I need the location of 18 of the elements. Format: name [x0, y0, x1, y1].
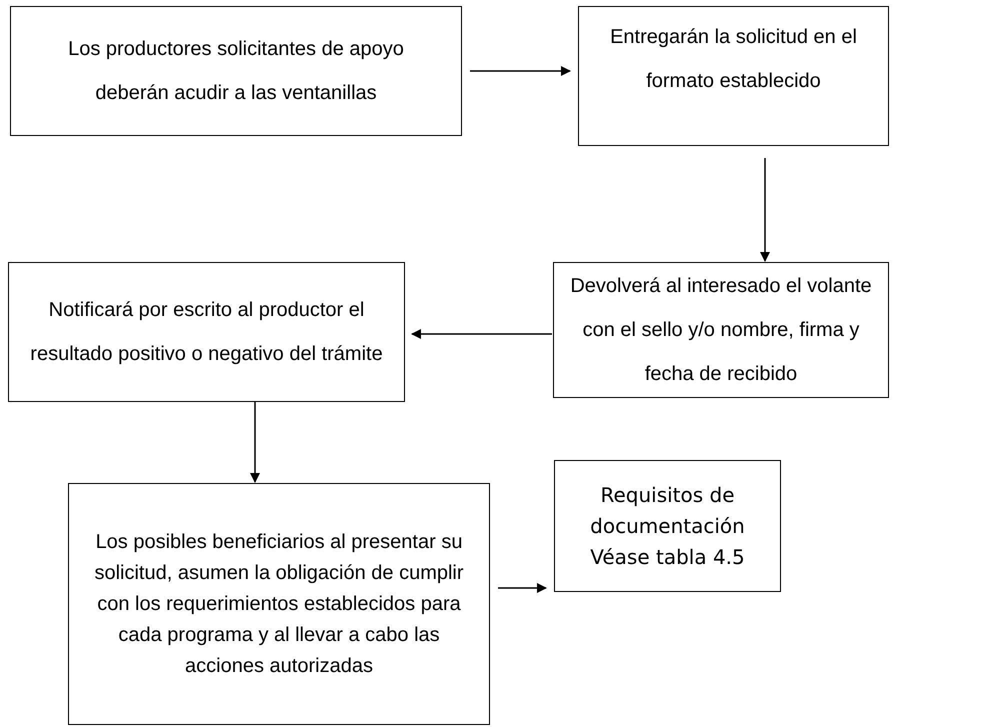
arrow	[498, 583, 547, 593]
arrow	[470, 66, 571, 76]
process-box	[578, 6, 889, 146]
box-text: Requisitos de documentación	[589, 482, 746, 540]
box-text: Los productores solicitantes de apoyo deberán acudir a las ventanillas	[67, 37, 405, 106]
box-text: Entregarán la solicitud en el formato establecido	[609, 25, 858, 94]
box-text: Véase tabla 4.5	[590, 544, 745, 570]
process-box	[553, 262, 889, 398]
box-text: Los posibles beneficiarios al presentar su solicitud, asumen la obligación de cumplir con los requerimientos establecidos para cada programa y al llevar a cabo las acciones autorizadas	[93, 530, 465, 678]
process-box	[10, 6, 462, 136]
process-box	[68, 483, 490, 725]
process-box	[8, 262, 405, 402]
arrow	[250, 402, 260, 483]
box-text: Devolverá al interesado el volante con el sello y/o nombre, firma y fecha de recibido	[569, 274, 873, 387]
arrow	[760, 158, 770, 262]
box-text: Notificará por escrito al productor el resultado positivo o negativo del trámite	[29, 298, 384, 367]
process-box	[554, 460, 781, 592]
arrow	[411, 329, 552, 339]
